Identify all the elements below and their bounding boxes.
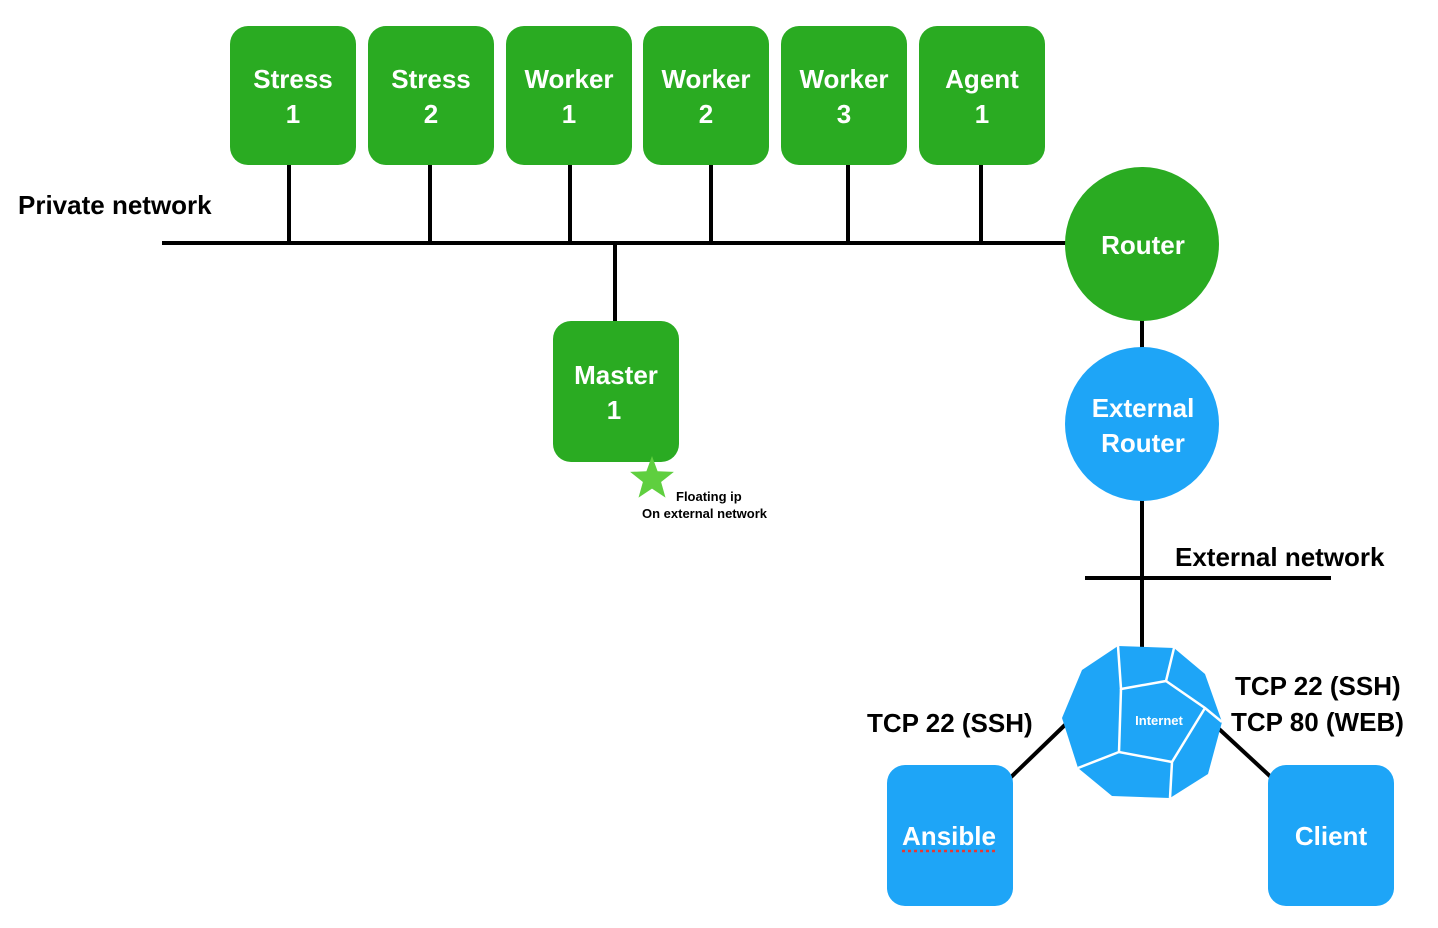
floating-ip-sublabel: On external network <box>642 506 768 521</box>
dodecahedron-edge <box>1117 688 1123 753</box>
router: Router <box>1065 167 1219 321</box>
node-box <box>643 26 769 165</box>
node-master-1: Master 1 <box>553 321 679 462</box>
ansible-box <box>887 765 1013 906</box>
star-icon <box>630 456 674 498</box>
external-router-label-line1: External <box>1092 393 1195 423</box>
dodecahedron-edge <box>1116 645 1176 691</box>
node-number: 2 <box>699 99 713 129</box>
node-name: Agent <box>945 64 1019 94</box>
node-agent-1: Agent 1 <box>919 26 1045 165</box>
external-router-label-line2: Router <box>1101 428 1185 458</box>
node-name: Worker <box>524 64 613 94</box>
node-stress-2: Stress 2 <box>368 26 494 165</box>
node-worker-2: Worker 2 <box>643 26 769 165</box>
ansible-internet-link <box>1006 720 1070 782</box>
node-worker-3: Worker 3 <box>781 26 907 165</box>
internet-node: Internet <box>1062 645 1223 799</box>
ansible-label: Ansible <box>902 821 996 851</box>
node-box <box>506 26 632 165</box>
external-router-circle <box>1065 347 1219 501</box>
router-circle <box>1065 167 1219 321</box>
node-box <box>230 26 356 165</box>
node-box <box>368 26 494 165</box>
client-port-label-ssh: TCP 22 (SSH) <box>1235 671 1401 701</box>
node-number: 2 <box>424 99 438 129</box>
node-box <box>553 321 679 462</box>
client-port-label-web: TCP 80 (WEB) <box>1231 707 1404 737</box>
client-internet-link <box>1216 726 1274 780</box>
private-network-label: Private network <box>18 190 212 220</box>
floating-ip-label: Floating ip <box>676 489 742 504</box>
node-number: 1 <box>286 99 300 129</box>
internet-label: Internet <box>1135 713 1183 728</box>
client-node: Client <box>1268 765 1394 906</box>
ansible-port-label: TCP 22 (SSH) <box>867 708 1033 738</box>
external-network-label: External network <box>1175 542 1385 572</box>
client-label: Client <box>1295 821 1368 851</box>
node-name: Stress <box>391 64 471 94</box>
router-label: Router <box>1101 230 1185 260</box>
client-box <box>1268 765 1394 906</box>
node-number: 1 <box>975 99 989 129</box>
node-number: 3 <box>837 99 851 129</box>
node-name: Worker <box>799 64 888 94</box>
node-stress-1: Stress 1 <box>230 26 356 165</box>
node-name: Master <box>574 360 658 390</box>
node-number: 1 <box>607 395 621 425</box>
external-router: External Router <box>1065 347 1219 501</box>
node-worker-1: Worker 1 <box>506 26 632 165</box>
node-name: Stress <box>253 64 333 94</box>
node-box <box>919 26 1045 165</box>
dodecahedron-icon <box>1062 646 1222 798</box>
node-box <box>781 26 907 165</box>
ansible-node: Ansible <box>887 765 1013 906</box>
node-name: Worker <box>661 64 750 94</box>
node-number: 1 <box>562 99 576 129</box>
